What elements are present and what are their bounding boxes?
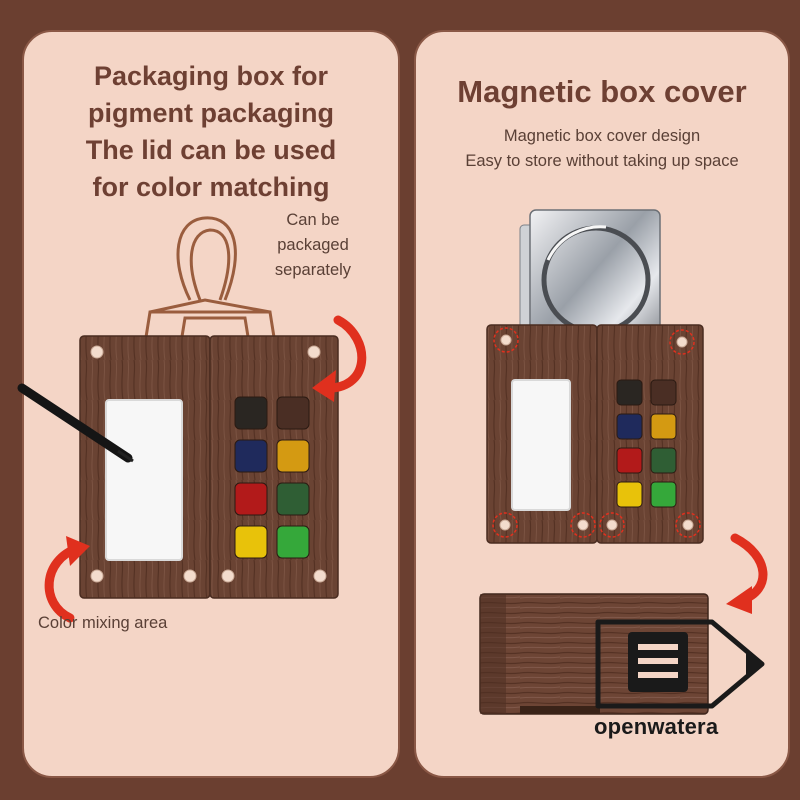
left-palette: [79, 335, 339, 599]
pigment-well: [234, 525, 268, 559]
watermark-logo-icon: [595, 619, 765, 709]
pigment-wells-right: [616, 379, 677, 508]
note-color-mixing-area: Color mixing area: [38, 614, 168, 632]
pigment-well: [276, 525, 310, 559]
watermark-text: openwatera: [594, 714, 719, 739]
pigment-well: [650, 379, 677, 406]
right-subtitle-line-2: Easy to store without taking up space: [465, 152, 739, 170]
arrow-separately: [312, 315, 367, 402]
pigment-well: [650, 481, 677, 508]
left-title-line-2: pigment packaging: [87, 98, 335, 128]
pigment-well: [276, 439, 310, 473]
pigment-well: [650, 413, 677, 440]
note-packaged-separately: Can be packaged separately: [258, 208, 368, 283]
left-panel-title: Packaging box for pigment packaging The …: [24, 58, 398, 206]
left-title-line-4: for color matching: [92, 172, 330, 202]
pigment-well: [616, 379, 643, 406]
note-separately-line-2: packaged: [277, 236, 349, 254]
pigment-well: [276, 396, 310, 430]
pigment-well: [616, 481, 643, 508]
pigment-well: [616, 447, 643, 474]
pigment-well: [616, 413, 643, 440]
right-mixing-area: [511, 379, 571, 511]
pigment-wells-left: [234, 396, 310, 559]
note-separately-line-3: separately: [274, 261, 352, 279]
paint-brush: [17, 383, 134, 463]
right-subtitle-line-1: Magnetic box cover design: [503, 127, 701, 145]
pigment-well: [234, 439, 268, 473]
mixing-area: [105, 399, 183, 561]
pigment-well: [234, 482, 268, 516]
left-title-line-3: The lid can be used: [85, 135, 337, 165]
arrow-mixing: [44, 536, 90, 623]
arrow-closed-box: [726, 533, 768, 614]
right-panel-subtitle: Magnetic box cover design Easy to store …: [416, 124, 788, 174]
right-panel-title: Magnetic box cover: [457, 74, 747, 109]
pigment-well: [276, 482, 310, 516]
pigment-well: [650, 447, 677, 474]
note-separately-line-1: Can be: [286, 211, 340, 229]
right-palette: [486, 324, 704, 544]
left-title-line-1: Packaging box for: [93, 61, 329, 91]
pigment-well: [234, 396, 268, 430]
